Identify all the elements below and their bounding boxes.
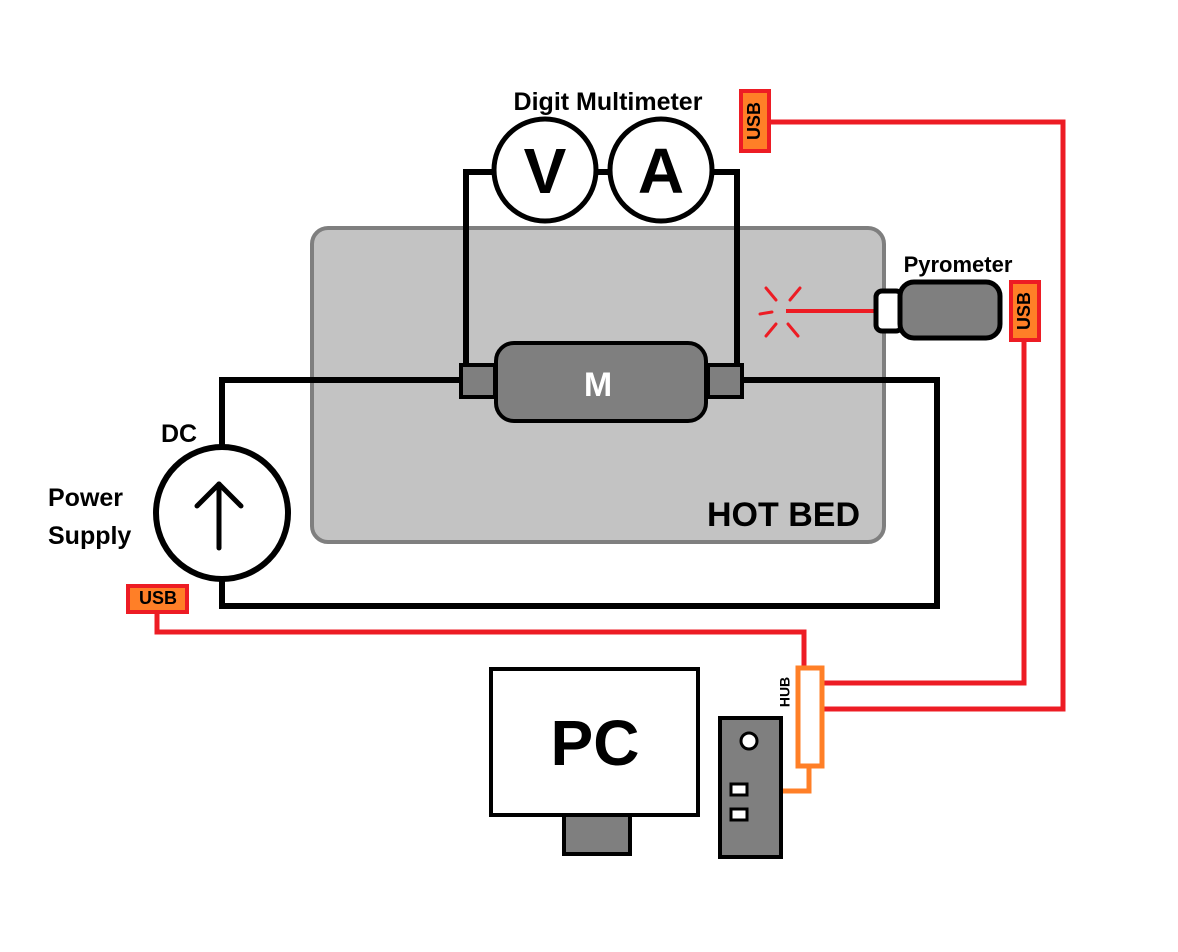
motor-label: M: [584, 366, 612, 404]
ammeter-circle: [607, 116, 715, 224]
pc-tower: [718, 716, 783, 859]
motor-body: [494, 341, 708, 423]
voltmeter-symbol: V: [524, 135, 567, 207]
motor-terminal-left: [459, 363, 497, 399]
monitor-screen: [489, 667, 700, 817]
hub-label: HUB: [777, 677, 793, 707]
up-arrow-icon: [194, 481, 244, 551]
usb-port-bottom: [729, 807, 749, 822]
usb-badge-power-supply: USB: [126, 584, 189, 614]
usb-badge-pyrometer: USB: [1009, 280, 1041, 342]
usb-badge-power-supply-label: USB: [139, 588, 177, 608]
laser-burst-icon: [758, 286, 802, 338]
usb-cables: [154, 119, 1066, 712]
ammeter-symbol: A: [638, 135, 684, 207]
pc-label: PC: [551, 707, 640, 779]
voltmeter-wire: [463, 169, 494, 364]
power-wire-top: [219, 377, 464, 448]
ammeter-wire: [710, 169, 740, 364]
hot-bed-label: HOT BED: [707, 496, 860, 534]
pc-monitor: PC: [489, 667, 700, 856]
pyrometer-body: [897, 279, 1003, 341]
monitor-stand: [562, 810, 632, 856]
digit-multimeter: Digit Multimeter V A: [491, 88, 715, 224]
usb-badge-multimeter-label: USB: [744, 102, 764, 140]
usb-port-top: [729, 782, 749, 797]
usb-badge-pyrometer-label: USB: [1014, 292, 1034, 330]
motor-terminal-right: [706, 363, 744, 399]
pyrometer: Pyrometer: [758, 252, 1013, 341]
dc-power-supply: DC Power Supply: [48, 420, 291, 582]
power-supply-label-line2: Supply: [48, 522, 131, 550]
usb-badge-multimeter: USB: [739, 89, 771, 153]
power-supply-circle: [153, 444, 291, 582]
usb-cable-pyrometer: [822, 340, 1027, 686]
usb-cable-multimeter: [770, 119, 1066, 712]
circuit-wires: [219, 169, 940, 609]
usb-cable-power-supply: [154, 612, 807, 670]
power-wire-return: [219, 377, 940, 609]
motor: M: [459, 341, 744, 423]
multimeter-label: Digit Multimeter: [514, 88, 703, 116]
pyrometer-label: Pyrometer: [904, 252, 1013, 277]
hub-body: [795, 665, 825, 769]
power-button-icon: [739, 731, 759, 751]
dc-label: DC: [161, 420, 197, 448]
voltmeter-circle: [491, 116, 599, 224]
power-supply-label-line1: Power: [48, 484, 123, 512]
